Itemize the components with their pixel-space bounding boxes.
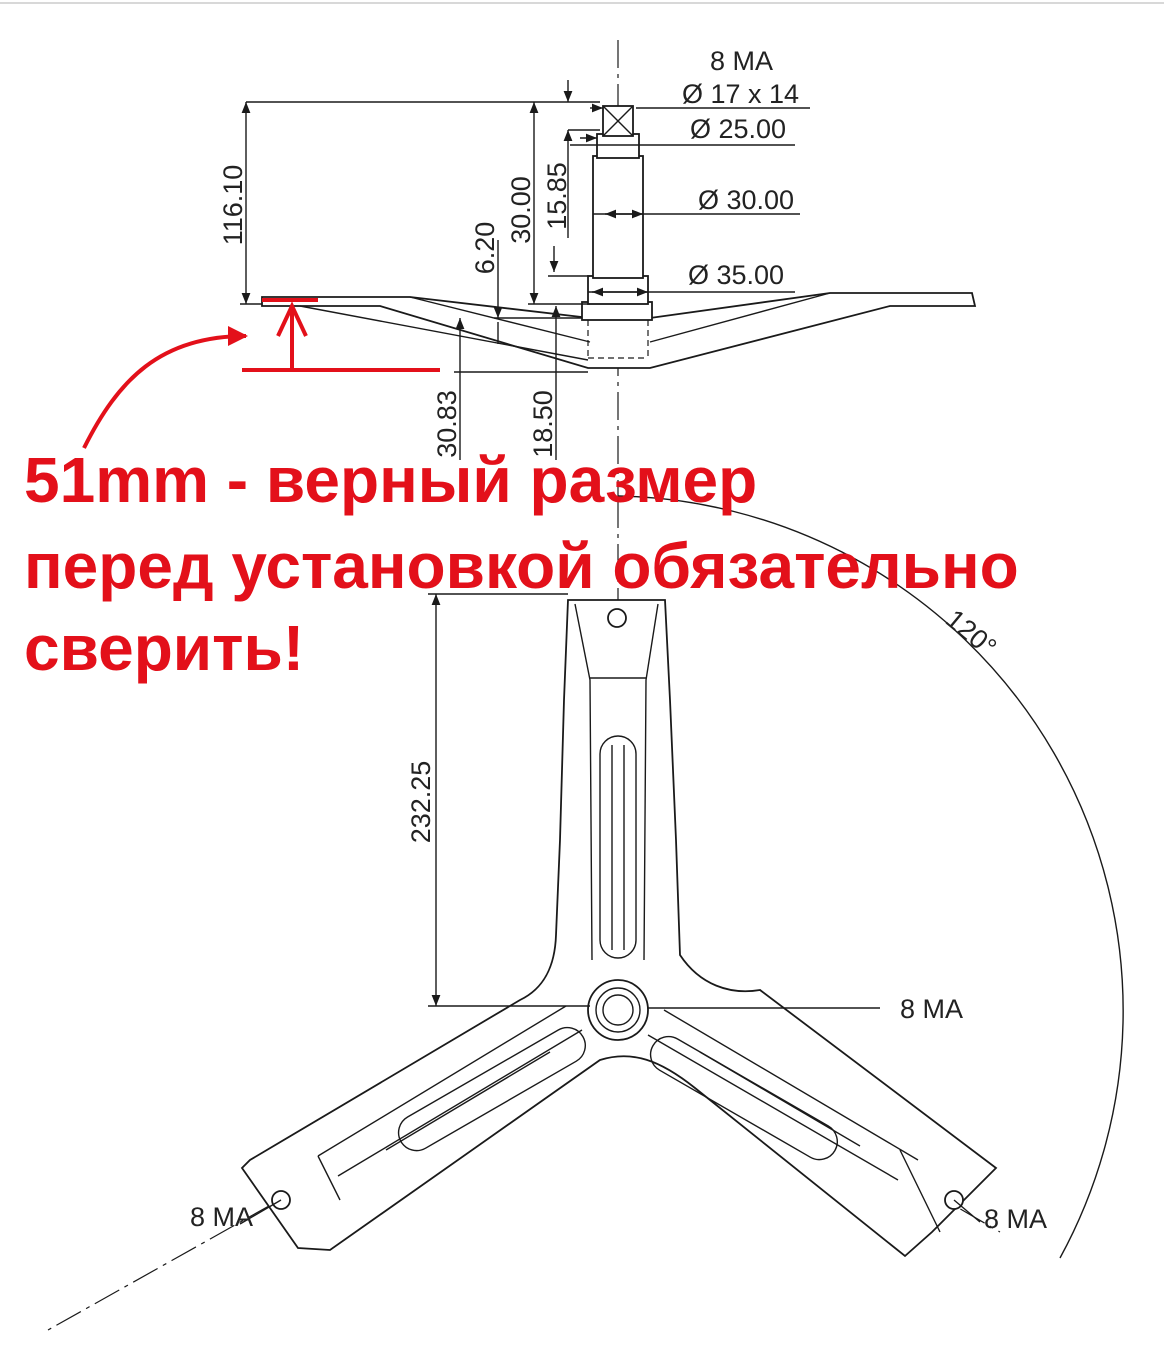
shaft-25: [596, 133, 640, 159]
dim-15-85: 15.85: [542, 162, 572, 230]
label-8ma-top: 8 MA: [710, 46, 773, 76]
dim-30-00: 30.00: [506, 176, 536, 244]
dim-232-25: 232.25: [406, 761, 436, 844]
red-curved-arrow: [82, 326, 248, 449]
shaft-30: [592, 155, 644, 279]
hub-ring-outer: [587, 979, 649, 1041]
note-line-1: 51mm - верный размер: [24, 444, 758, 516]
label-dia-17x14: Ø 17 x 14: [682, 79, 799, 109]
note-line-2: перед установкой обязательно: [24, 530, 1019, 602]
side-dimensions: 116.10 30.00 15.85 6.20 30.83: [218, 46, 810, 460]
label-angle-120: 120°: [940, 604, 1002, 663]
label-dia-25: Ø 25.00: [690, 114, 786, 144]
label-8ma-center: 8 MA: [900, 994, 963, 1024]
spider-arm-outline: [240, 599, 998, 1258]
shaft-35: [587, 275, 649, 305]
hole-top: [607, 608, 627, 628]
dim-116-10: 116.10: [218, 165, 248, 246]
label-dia-35: Ø 35.00: [688, 260, 784, 290]
note-line-3: сверить!: [24, 612, 305, 684]
red-correction-mark: [82, 298, 440, 449]
top-view: 120°: [47, 495, 1124, 1331]
angle-arc: [617, 495, 1124, 1259]
label-8ma-right: 8 MA: [984, 1204, 1047, 1234]
dim-18-50: 18.50: [528, 390, 558, 458]
dim-6-20: 6.20: [470, 222, 500, 275]
label-dia-30: Ø 30.00: [698, 185, 794, 215]
dim-30-83: 30.83: [432, 390, 462, 458]
side-view: 116.10 30.00 15.85 6.20 30.83: [82, 40, 977, 500]
label-8ma-left: 8 MA: [190, 1202, 253, 1232]
